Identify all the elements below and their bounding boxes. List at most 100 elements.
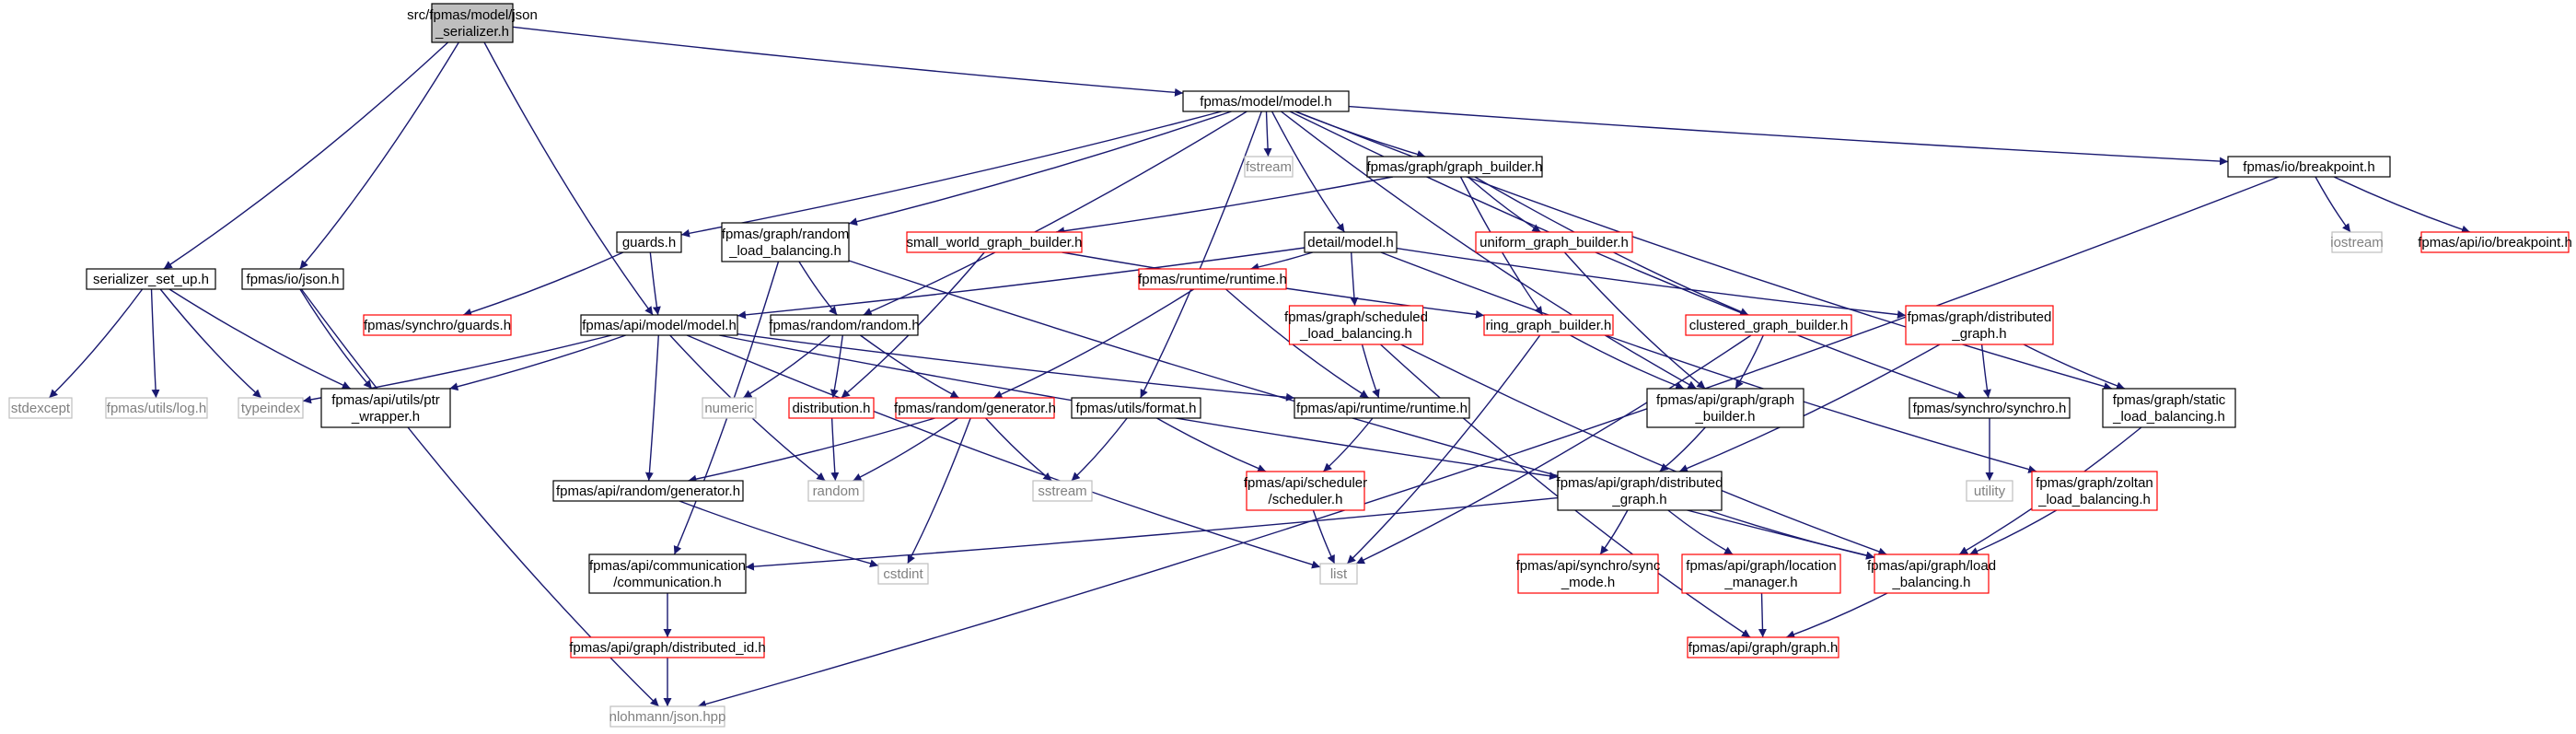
node-label: fpmas/api/random/generator.h [556, 484, 740, 499]
node-label: fpmas/api/communication [589, 558, 746, 574]
file-node-api-graph[interactable]: fpmas/api/graph/graph.h [1687, 636, 1839, 658]
node-box [906, 231, 1083, 253]
node-label: src/fpmas/model/json [407, 7, 538, 23]
include-edge-root-to-serializer_set_up [163, 41, 449, 270]
file-node-api-distributed-graph[interactable]: fpmas/api/graph/distributed_graph.h [1557, 471, 1723, 511]
file-node-serializer-set-up[interactable]: serializer_set_up.h [86, 268, 216, 290]
node-label: fpmas/utils/log.h [107, 401, 206, 416]
file-node-model[interactable]: fpmas/model/model.h [1182, 90, 1350, 112]
node-label: fpmas/graph/scheduled [1284, 309, 1428, 325]
file-node-api-random-generator[interactable]: fpmas/api/random/generator.h [552, 480, 744, 502]
file-node-stdexcept: stdexcept [8, 397, 73, 419]
node-label: distribution.h [792, 401, 870, 416]
include-edge-detail_model-to-scheduled_lb [1350, 251, 1359, 307]
file-node-detail-model[interactable]: detail/model.h [1304, 231, 1398, 253]
file-node-root[interactable]: src/fpmas/model/json_serializer.h [407, 3, 538, 43]
include-edge-api_load_balancing-to-api_graph [1785, 592, 1888, 639]
file-node-synchro-guards[interactable]: fpmas/synchro/guards.h [363, 314, 512, 336]
file-node-random-generator[interactable]: fpmas/random/generator.h [894, 397, 1056, 419]
include-edge-serializer_set_up-to-typeindex [159, 288, 262, 399]
node-box [86, 268, 216, 290]
include-edge-location_manager-to-api_graph [1758, 592, 1767, 638]
node-label: fpmas/runtime/runtime.h [1138, 272, 1287, 287]
file-node-ring[interactable]: ring_graph_builder.h [1483, 314, 1614, 336]
include-edge-graph_distributed-to-synchro [1980, 344, 1991, 399]
include-edge-root-to-api_model [483, 41, 654, 316]
file-node-api-scheduler[interactable]: fpmas/api/scheduler/scheduler.h [1244, 471, 1367, 511]
node-box [1288, 305, 1424, 345]
include-edge-io_breakpoint-to-api_io_breakpoint [2333, 176, 2471, 234]
include-edge-api_distributed_graph-to-api_load_balancing [1707, 509, 1875, 560]
node-label: fpmas/api/graph/location [1686, 558, 1836, 574]
file-node-static-lb[interactable]: fpmas/graph/static_load_balancing.h [2102, 388, 2236, 428]
include-edge-random_generator-to-api_random_generator [688, 417, 935, 484]
node-box [702, 397, 757, 419]
node-label: _wrapper.h [351, 409, 420, 425]
node-label: typeindex [241, 401, 301, 416]
include-edge-io_breakpoint-to-nlohmann_json [697, 176, 2280, 708]
file-node-synchro[interactable]: fpmas/synchro/synchro.h [1909, 397, 2071, 419]
include-edge-api_graph_builder-to-api_distributed_graph [1659, 426, 1706, 472]
include-edge-graph_random_lb-to-random_random [798, 261, 838, 316]
file-node-runtime-runtime[interactable]: fpmas/runtime/runtime.h [1138, 268, 1287, 290]
include-edge-scheduled_lb-to-api_load_balancing [1400, 344, 1887, 556]
node-box [588, 553, 747, 594]
node-box [721, 222, 850, 262]
node-box [2331, 231, 2383, 253]
node-label: fpmas/synchro/synchro.h [1913, 401, 2067, 416]
node-label: fpmas/api/utils/ptr [331, 392, 440, 408]
node-label: _load_balancing.h [1299, 326, 1412, 342]
node-label: cstdint [883, 566, 923, 582]
node-label: fpmas/api/graph/graph [1656, 392, 1794, 408]
node-label: fpmas/graph/random [722, 227, 849, 242]
node-box [570, 636, 765, 658]
file-node-io-json[interactable]: fpmas/io/json.h [241, 268, 344, 290]
node-label: fpmas/random/generator.h [894, 401, 1056, 416]
file-node-graph-distributed[interactable]: fpmas/graph/distributed_graph.h [1905, 305, 2054, 345]
include-edge-detail_model-to-graph_distributed [1396, 247, 1907, 319]
file-node-api-model[interactable]: fpmas/api/model/model.h [580, 314, 738, 336]
file-node-api-load-balancing[interactable]: fpmas/api/graph/load_balancing.h [1867, 553, 1996, 594]
node-label: random [813, 484, 860, 499]
file-node-api-io-breakpoint[interactable]: fpmas/api/io/breakpoint.h [2418, 231, 2572, 253]
file-node-sync-mode[interactable]: fpmas/api/synchro/sync_mode.h [1516, 553, 1661, 594]
file-node-communication[interactable]: fpmas/api/communication/communication.h [588, 553, 747, 594]
file-node-zoltan-lb[interactable]: fpmas/graph/zoltan_load_balancing.h [2031, 471, 2158, 511]
file-node-random-random[interactable]: fpmas/random/random.h [769, 314, 920, 336]
node-box [1681, 553, 1841, 594]
include-edge-api_scheduler-to-list [1312, 509, 1336, 565]
node-box [105, 397, 208, 419]
include-edge-model-to-graph_random_lb [848, 111, 1232, 227]
include-edge-api_runtime-to-api_scheduler [1322, 417, 1374, 472]
node-box [580, 314, 738, 336]
file-node-scheduled-lb[interactable]: fpmas/graph/scheduled_load_balancing.h [1284, 305, 1428, 345]
file-node-clustered[interactable]: clustered_graph_builder.h [1685, 314, 1852, 336]
node-label: fpmas/io/json.h [247, 272, 340, 287]
node-label: fpmas/api/graph/distributed [1557, 475, 1723, 491]
file-node-api-graph-builder[interactable]: fpmas/api/graph/graph_builder.h [1646, 388, 1804, 428]
node-label: _load_balancing.h [2112, 409, 2225, 425]
file-node-random: random [807, 480, 864, 502]
include-edge-model-to-io_breakpoint [1348, 105, 2229, 166]
include-edge-serializer_set_up-to-stdexcept [48, 288, 144, 399]
node-box [1874, 553, 1990, 594]
file-node-distributed-id[interactable]: fpmas/api/graph/distributed_id.h [569, 636, 766, 658]
file-node-uniform[interactable]: uniform_graph_builder.h [1475, 231, 1633, 253]
file-node-guards[interactable]: guards.h [616, 231, 682, 253]
file-node-ptr-wrapper[interactable]: fpmas/api/utils/ptr_wrapper.h [320, 388, 451, 428]
file-node-distribution[interactable]: distribution.h [788, 397, 875, 419]
file-node-utils-format[interactable]: fpmas/utils/format.h [1071, 397, 1201, 419]
node-box [895, 397, 1055, 419]
file-node-api-runtime[interactable]: fpmas/api/runtime/runtime.h [1294, 397, 1470, 419]
file-node-small-world[interactable]: small_world_graph_builder.h [906, 231, 1083, 253]
file-node-location-manager[interactable]: fpmas/api/graph/location_manager.h [1681, 553, 1841, 594]
node-label: utility [1974, 484, 2006, 499]
include-edge-model-to-static_lb [1295, 111, 2113, 390]
file-node-graph-builder[interactable]: fpmas/graph/graph_builder.h [1366, 156, 1543, 178]
file-node-io-breakpoint[interactable]: fpmas/io/breakpoint.h [2227, 156, 2391, 178]
node-label: _graph.h [1611, 492, 1666, 507]
file-node-graph-random-lb[interactable]: fpmas/graph/random_load_balancing.h [721, 222, 850, 262]
node-label: uniform_graph_builder.h [1479, 235, 1629, 250]
node-box [1182, 90, 1350, 112]
